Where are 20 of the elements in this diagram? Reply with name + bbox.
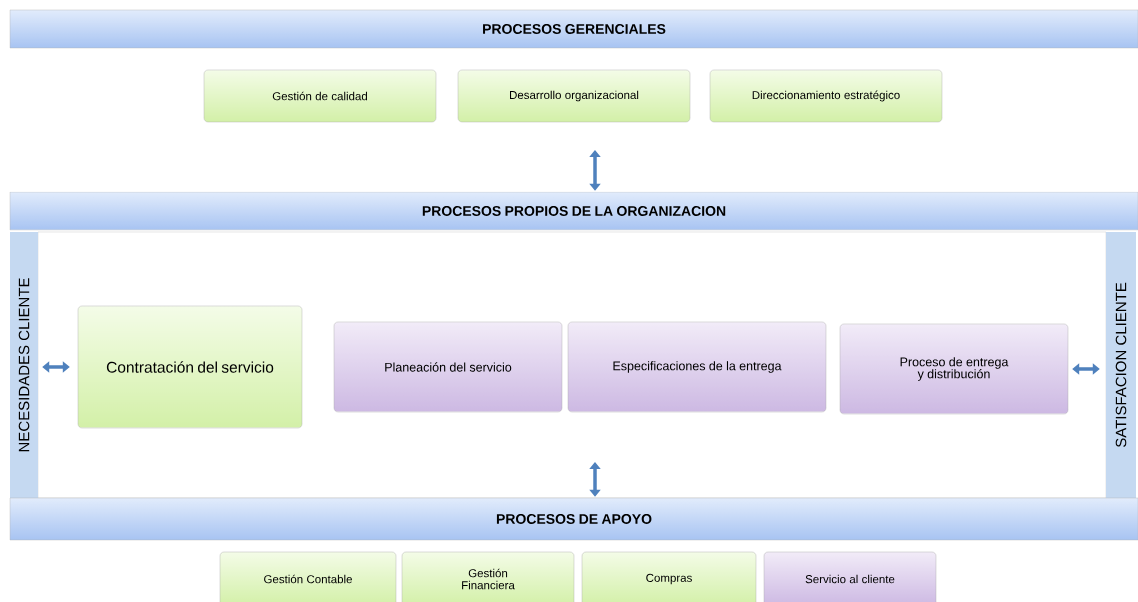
double-arrow xyxy=(589,462,601,497)
process-box: Proceso de entrega y distribución xyxy=(839,323,1069,415)
side-band: SATISFACION CLIENTE xyxy=(1106,232,1136,498)
process-box: Gestión de calidad xyxy=(203,69,437,123)
double-arrow xyxy=(589,150,601,191)
process-box: Desarrollo organizacional xyxy=(457,69,691,123)
double-arrow xyxy=(42,361,70,373)
process-box: Contratación del servicio xyxy=(77,305,303,429)
process-box: Especificaciones de la entrega xyxy=(567,321,827,413)
process-box: Compras xyxy=(581,551,757,602)
process-box: Gestión Contable xyxy=(219,551,397,602)
double-arrow xyxy=(1072,363,1100,375)
side-band: NECESIDADES CLIENTE xyxy=(10,232,38,498)
process-box: Planeación del servicio xyxy=(333,321,563,413)
process-box: Gestión Financiera xyxy=(401,551,575,602)
process-box: Direccionamiento estratégico xyxy=(709,69,943,123)
section-band: PROCESOS GERENCIALES xyxy=(9,9,1138,49)
process-box: Servicio al cliente xyxy=(763,551,937,602)
section-band: PROCESOS DE APOYO xyxy=(9,497,1138,541)
section-band: PROCESOS PROPIOS DE LA ORGANIZACION xyxy=(9,191,1138,231)
